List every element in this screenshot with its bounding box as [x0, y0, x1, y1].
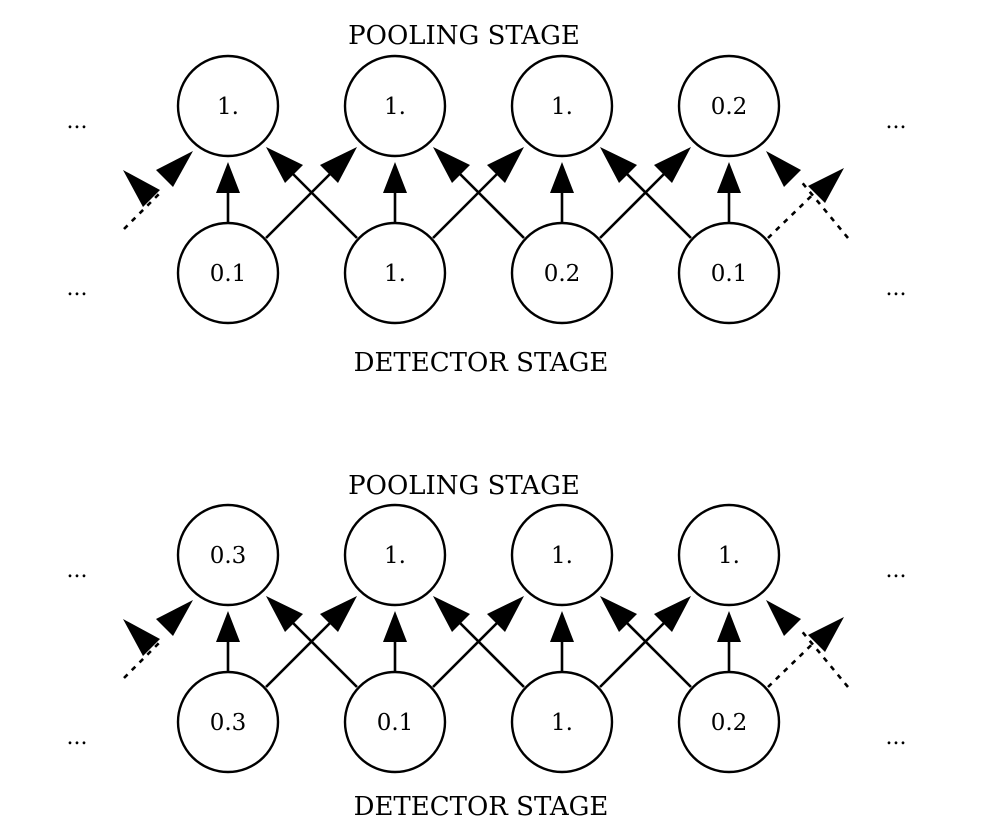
edge-dotted-right-incoming	[798, 179, 850, 239]
arrowhead	[320, 596, 357, 632]
ellipsis-pooling-right: ...	[886, 558, 907, 583]
detector-node	[176, 221, 280, 325]
edge-diagonal-left	[286, 167, 358, 239]
arrowhead	[717, 611, 741, 642]
edge-diagonal-right	[432, 167, 504, 239]
arrowhead	[550, 162, 574, 193]
pooling-node	[677, 503, 781, 607]
arrowhead	[320, 147, 357, 183]
arrowhead	[383, 611, 407, 642]
detector-node	[343, 670, 447, 774]
edge-diagonal-left	[620, 616, 692, 688]
detector-nodes: 0.3 0.1 1. 0.2	[176, 670, 781, 774]
pooling-node-value: 1.	[384, 94, 406, 120]
edge-diagonal-left	[453, 616, 525, 688]
pooling-node	[510, 54, 614, 158]
arrowhead	[654, 147, 691, 183]
arrowhead	[550, 611, 574, 642]
diagram-1: POOLING STAGE DETECTOR STAGE ... ... ...…	[67, 21, 907, 378]
detector-node-value: 1.	[551, 710, 573, 736]
edges	[123, 147, 850, 239]
edge-diagonal-right	[265, 616, 337, 688]
arrowhead	[600, 147, 637, 183]
pooling-node	[677, 54, 781, 158]
diagram-2: POOLING STAGE DETECTOR STAGE ... ... ...…	[67, 471, 907, 822]
detector-node	[343, 221, 447, 325]
pooling-node	[176, 54, 280, 158]
edge-diagonal-left	[453, 167, 525, 239]
edge-dotted-right-outgoing	[767, 624, 833, 688]
arrowhead	[433, 596, 470, 632]
detector-node-value: 0.1	[377, 710, 414, 736]
pooling-node-value: 0.2	[711, 94, 748, 120]
edge-diagonal-left	[286, 616, 358, 688]
edge-diagonal-right	[599, 616, 671, 688]
edge-diagonal-right	[432, 616, 504, 688]
arrowhead	[266, 596, 303, 632]
ellipsis-pooling-left: ...	[67, 558, 88, 583]
detector-stage-label: DETECTOR STAGE	[354, 348, 609, 378]
detector-node	[677, 670, 781, 774]
detector-node	[677, 221, 781, 325]
detector-stage-label: DETECTOR STAGE	[354, 792, 609, 822]
edge-dotted-right-incoming	[798, 628, 850, 688]
pooling-node-value: 1.	[384, 543, 406, 569]
pooling-stage-label: POOLING STAGE	[348, 21, 580, 51]
arrowhead	[487, 596, 524, 632]
edge-dotted-left-incoming	[123, 641, 161, 679]
detector-node	[176, 670, 280, 774]
arrowhead	[487, 147, 524, 183]
arrowhead	[216, 611, 240, 642]
detector-node-value: 1.	[384, 261, 406, 287]
arrowhead	[808, 617, 844, 652]
pooling-node	[176, 503, 280, 607]
pooling-nodes: 0.3 1. 1. 1.	[176, 503, 781, 607]
arrowhead	[433, 147, 470, 183]
arrowhead	[266, 147, 303, 183]
pooling-node	[510, 503, 614, 607]
pooling-node-value: 0.3	[210, 543, 247, 569]
arrowhead	[600, 596, 637, 632]
arrowhead	[123, 619, 160, 656]
detector-node-value: 0.1	[711, 261, 748, 287]
pooling-node-value: 1.	[217, 94, 239, 120]
arrowhead	[717, 162, 741, 193]
edge-diagonal-right	[265, 167, 337, 239]
edge-diagonal-left	[620, 167, 692, 239]
detector-node-value: 0.2	[711, 710, 748, 736]
pooling-nodes: 1. 1. 1. 0.2	[176, 54, 781, 158]
arrowhead	[766, 600, 801, 636]
detector-node	[510, 221, 614, 325]
arrowhead	[808, 168, 844, 203]
ellipsis-detector-right: ...	[886, 725, 907, 750]
detector-nodes: 0.1 1. 0.2 0.1	[176, 221, 781, 325]
pooling-node	[343, 503, 447, 607]
detector-node	[510, 670, 614, 774]
detector-node-value: 0.1	[210, 261, 247, 287]
detector-node-value: 0.2	[544, 261, 581, 287]
arrowhead	[216, 162, 240, 193]
ellipsis-detector-left: ...	[67, 276, 88, 301]
edge-dotted-left-incoming	[123, 192, 161, 230]
pooling-node	[343, 54, 447, 158]
pooling-node-value: 1.	[551, 94, 573, 120]
pooling-node-value: 1.	[551, 543, 573, 569]
ellipsis-detector-left: ...	[67, 725, 88, 750]
edges	[123, 596, 850, 688]
ellipsis-detector-right: ...	[886, 276, 907, 301]
edge-dotted-right-outgoing	[767, 175, 833, 239]
edge-diagonal-right	[599, 167, 671, 239]
arrowhead	[766, 151, 801, 187]
arrowhead	[123, 170, 160, 207]
arrowhead	[156, 151, 193, 187]
arrowhead	[654, 596, 691, 632]
arrowhead	[156, 600, 193, 636]
pooling-stage-label: POOLING STAGE	[348, 471, 580, 501]
ellipsis-pooling-right: ...	[886, 109, 907, 134]
arrowhead	[383, 162, 407, 193]
pooling-node-value: 1.	[718, 543, 740, 569]
ellipsis-pooling-left: ...	[67, 109, 88, 134]
detector-node-value: 0.3	[210, 710, 247, 736]
